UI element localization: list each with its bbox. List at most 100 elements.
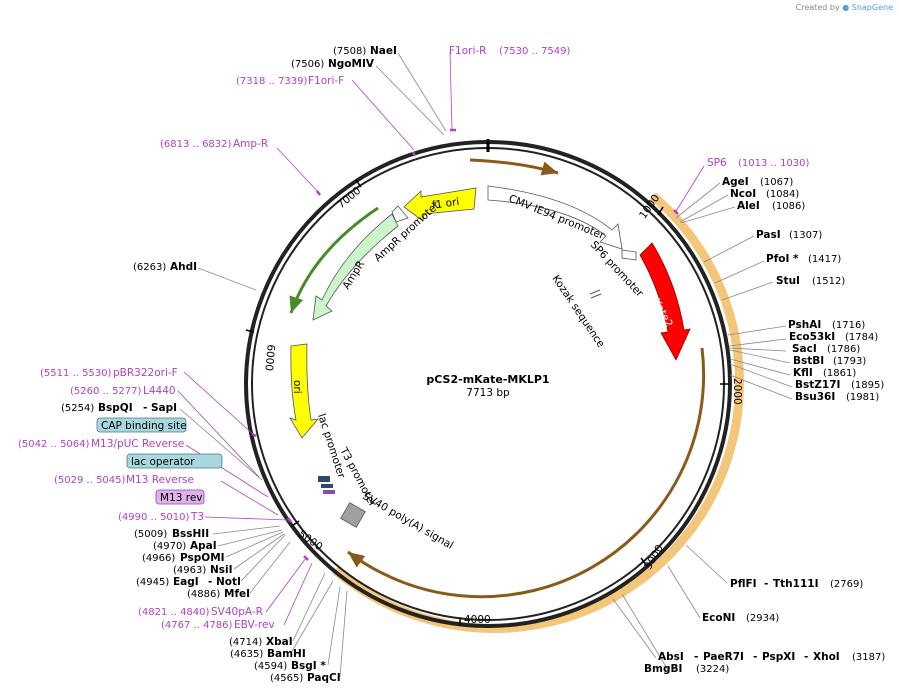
insert-arrow-bottom [347, 347, 706, 599]
pbr322ori-f-label: pBR322ori-F [113, 367, 178, 379]
bstbi-label: BstBI [793, 355, 824, 367]
naei-pos: (7508) [333, 46, 366, 57]
ncoi-pos: (1084) [766, 189, 799, 200]
amp-r-label: Amp-R [233, 138, 268, 150]
nsii-label: NsiI [210, 564, 233, 576]
svg-text:(4594)BsgI *: (4594)BsgI * [254, 660, 326, 672]
sp6-promoter-label: SP6 promoter [588, 239, 646, 300]
pbr322ori-f-pos: (5511 .. 5530) [40, 368, 112, 379]
bmgbi-label: BmgBI [644, 663, 682, 675]
nsii-pos: (4963) [173, 565, 206, 576]
bspqi-pos: (5254) [61, 403, 94, 414]
noti-label: NotI [216, 576, 241, 588]
ampr-promoter-arrow [391, 205, 409, 223]
lac-operator-box [126, 453, 223, 469]
ahdi-pos: (6263) [133, 262, 166, 273]
alei-label: AleI [737, 200, 760, 212]
svg-text:(7506)NgoMIV: (7506)NgoMIV [291, 58, 375, 70]
plasmid-size: 7713 bp [466, 387, 510, 399]
kozak-label: Kozak sequence [550, 273, 607, 350]
m13-rev-box-label: M13 rev [160, 492, 203, 504]
m13puc-rev-label: M13/pUC Reverse [91, 438, 184, 450]
m13-rev-primer-label: M13 Reverse [126, 474, 194, 486]
pspomi-pos: (4966) [142, 553, 175, 564]
pfoi-label: PfoI * [766, 253, 799, 265]
sv40pa-r-label: SV40pA-R [211, 606, 263, 618]
svg-text:(4714)XbaI: (4714)XbaI [229, 636, 293, 648]
mfei-label: MfeI [224, 588, 250, 600]
apai-label: ApaI [190, 540, 217, 552]
econi-pos: (2934) [746, 613, 779, 624]
econi-label: EcoNI [702, 612, 735, 624]
saci-label: SacI [792, 343, 817, 355]
m13-rev-primer-pos: (5029 .. 5045) [54, 475, 126, 486]
svg-text:(4635)BamHI: (4635)BamHI [230, 648, 306, 660]
pshai-pos: (1716) [832, 320, 865, 331]
t3-pos: (4990 .. 5010) [118, 512, 190, 523]
bsu36i-pos: (1981) [846, 392, 879, 403]
tick-label-4000: 4000 [464, 614, 491, 626]
svg-text:PshAI(1716): PshAI(1716) [788, 319, 865, 331]
ebv-rev-label: EBV-rev [234, 619, 275, 631]
bsshii-pos: (5009) [134, 529, 167, 540]
tth111i-label: Tth111I [773, 578, 818, 590]
ori-arrow [289, 343, 319, 439]
kozak-mark-b [590, 293, 602, 299]
f1ori-f-pos: (7318 .. 7339) [236, 76, 308, 87]
leader-lines [179, 52, 793, 678]
xhoi-label: XhoI [813, 651, 840, 663]
svg-text:(4945)EagI- NotI: (4945)EagI- NotI [136, 576, 241, 588]
pasi-pos: (1307) [789, 230, 822, 241]
pspxi-label: PspXI [762, 651, 795, 663]
svg-text:(7508)NaeI: (7508) NaeI [333, 45, 397, 57]
svg-text:PasI(1307): PasI(1307) [756, 229, 822, 241]
alei-pos: (1086) [772, 201, 805, 212]
m13puc-rev-pos: (5042 .. 5064) [18, 439, 90, 450]
svg-text:AleI(1086): AleI (1086) [737, 200, 805, 212]
cap-binding-site-box [96, 417, 187, 433]
svg-text:KflI(1861): KflI(1861) [793, 367, 856, 379]
naei-label: NaeI [370, 45, 397, 57]
eagi-label: EagI [173, 576, 199, 588]
svg-text:Eco53kI(1784): Eco53kI(1784) [789, 331, 878, 343]
insert-arrow-top [469, 158, 559, 176]
plasmid-name: pCS2-mKate-MKLP1 [426, 373, 549, 386]
ampr-arrow [312, 213, 399, 321]
ebv-rev-pos: (4767 .. 4786) [161, 620, 233, 631]
bstz17i-label: BstZ17I [795, 379, 840, 391]
tick-label-2000: 2000 [731, 378, 743, 405]
f1-ori-label: f1 ori [431, 196, 460, 212]
f1ori-r-label: F1ori-R [449, 45, 486, 57]
eagi-pos: (4945) [136, 577, 169, 588]
bamhi-label: BamHI [267, 648, 306, 660]
amp-r-pos: (6813 .. 6832) [160, 139, 232, 150]
cap-binding-site-label: CAP binding site [101, 420, 187, 432]
snapgene-credit: Created by ● SnapGene [796, 3, 893, 12]
l4440-pos: (5260 .. 5277) [70, 386, 142, 397]
svg-text:SacI(1786): SacI(1786) [792, 343, 860, 355]
bmgbi-pos: (3224) [696, 664, 729, 675]
scale-ticks [245, 179, 729, 626]
mfei-pos: (4886) [187, 589, 220, 600]
primer-marks [251, 128, 679, 561]
l4440-label: L4440 [143, 385, 176, 397]
svg-text:BmgBI(3224): BmgBI (3224) [644, 663, 729, 675]
bstz17i-pos: (1895) [851, 380, 884, 391]
tick-label-6000: 6000 [262, 344, 276, 372]
svg-text:(4970)ApaI: (4970)ApaI [153, 540, 217, 552]
f1ori-f-label: F1ori-F [308, 75, 344, 87]
svg-text:(6263)AhdI: (6263)AhdI [133, 261, 197, 273]
lac-promoter-label: lac promoter [315, 412, 347, 480]
agei-pos: (1067) [760, 177, 793, 188]
lac-cluster [318, 476, 335, 494]
svg-text:(4565)PaqCI: (4565)PaqCI [270, 672, 341, 684]
sapi-label: SapI [151, 402, 177, 414]
sp6-primer-pos: (1013 .. 1030) [738, 158, 810, 169]
sv40-polya-box [340, 502, 366, 528]
kfli-label: KflI [793, 367, 813, 379]
svg-text:StuI(1512): StuI(1512) [776, 275, 845, 287]
bsu36i-label: Bsu36I [795, 391, 835, 403]
stui-pos: (1512) [812, 276, 845, 287]
agei-label: AgeI [722, 176, 749, 188]
absi-label: AbsI [658, 651, 684, 663]
